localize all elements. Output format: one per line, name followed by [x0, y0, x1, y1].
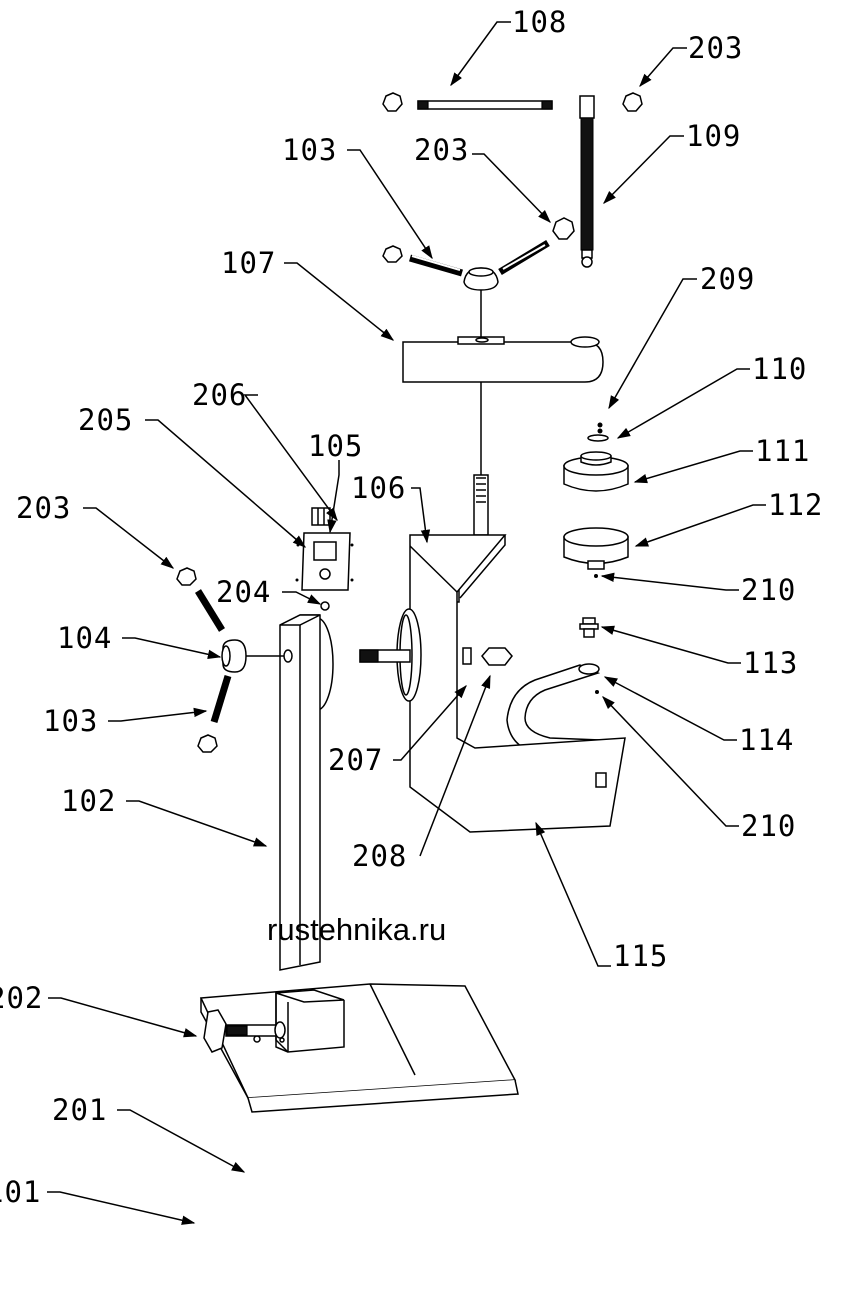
- watermark-text: rustehnika.ru: [267, 912, 446, 947]
- part-201-screw: [253, 1035, 261, 1043]
- label-203: 203: [414, 133, 469, 167]
- part-109-threaded-bolt: [579, 95, 595, 268]
- label-110: 110: [752, 352, 807, 386]
- label-201: 201: [52, 1093, 107, 1127]
- part-113-fitting: [579, 617, 599, 638]
- part-209-screw: [597, 422, 603, 434]
- label-111: 111: [755, 434, 810, 468]
- label-203: 203: [16, 491, 71, 525]
- label-112: 112: [768, 488, 823, 522]
- label-105: 105: [308, 429, 363, 463]
- label-205: 205: [78, 403, 133, 437]
- part-105-bracket: [295, 532, 354, 591]
- label-210: 210: [741, 573, 796, 607]
- part-207-washer: [462, 647, 472, 665]
- part-107-beam: [402, 290, 604, 475]
- label-204: 204: [216, 575, 271, 609]
- part-104-knob: [221, 639, 247, 673]
- part-103-handle-assembly: [382, 240, 550, 291]
- part-203-nut: [382, 92, 403, 112]
- label-109: 109: [686, 119, 741, 153]
- part-203-nut: [622, 92, 643, 112]
- part-108-rod: [417, 100, 553, 110]
- part-labels: 108 203 109 103 203 107 209 110 206 205 …: [0, 5, 823, 1209]
- label-108: 108: [512, 5, 567, 39]
- label-207: 207: [328, 743, 383, 777]
- label-203: 203: [688, 31, 743, 65]
- part-102-column: [240, 614, 334, 971]
- part-115-frame: [409, 474, 626, 833]
- part-208-nut: [481, 647, 513, 666]
- label-209: 209: [700, 262, 755, 296]
- label-115: 115: [613, 939, 668, 973]
- label-101: 101: [0, 1175, 41, 1209]
- part-111-cap: [563, 451, 629, 492]
- label-210: 210: [741, 809, 796, 843]
- label-103: 103: [282, 133, 337, 167]
- label-104: 104: [57, 621, 112, 655]
- part-210-pin: [594, 574, 598, 578]
- leader-lines: [47, 21, 766, 1225]
- part-110-washer: [587, 434, 609, 442]
- part-203-nut: [176, 567, 197, 586]
- part-202-knob-screw: [203, 1009, 286, 1053]
- part-101-base: [199, 983, 519, 1113]
- part-203-nut: [552, 217, 575, 240]
- label-106: 106: [351, 471, 406, 505]
- part-101-post: [275, 992, 289, 1053]
- label-107: 107: [221, 246, 276, 280]
- part-206-clip: [311, 507, 331, 526]
- label-206: 206: [192, 378, 247, 412]
- label-103: 103: [43, 704, 98, 738]
- part-shaft: [359, 649, 411, 663]
- label-114: 114: [739, 723, 794, 757]
- part-112-cup: [563, 527, 629, 570]
- label-113: 113: [743, 646, 798, 680]
- part-210-pin: [595, 690, 599, 694]
- label-208: 208: [352, 839, 407, 873]
- label-102: 102: [61, 784, 116, 818]
- part-204-nut: [320, 601, 330, 611]
- label-202: 202: [0, 981, 43, 1015]
- part-203-nut: [197, 734, 218, 753]
